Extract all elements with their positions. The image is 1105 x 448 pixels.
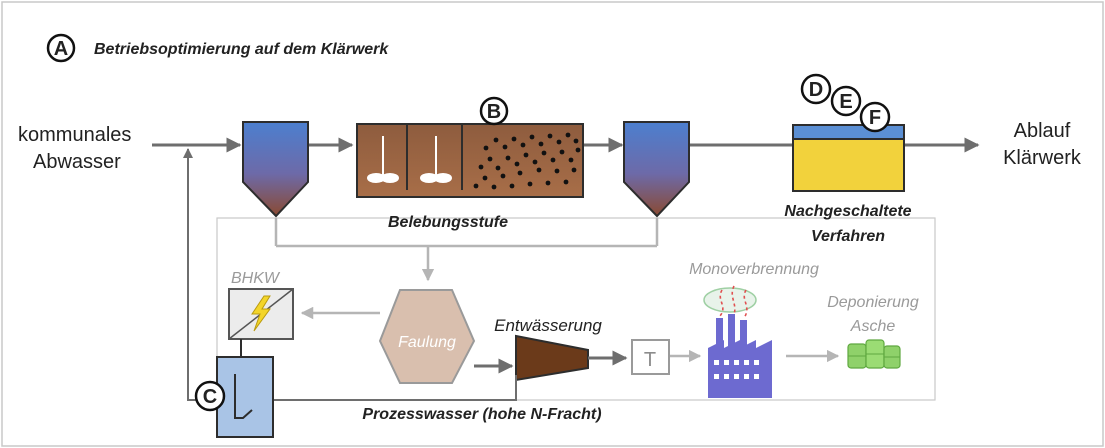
svg-text:B: B bbox=[487, 101, 501, 123]
aeration-bubbles bbox=[473, 132, 581, 190]
chp-unit bbox=[228, 288, 294, 340]
inlet-label-line2: Abwasser bbox=[33, 151, 121, 173]
aeration-tank bbox=[356, 123, 584, 198]
marker-c: C bbox=[194, 380, 226, 412]
outlet-label-line1: Ablauf bbox=[1014, 120, 1071, 142]
marker-b: B bbox=[479, 96, 509, 126]
digester: Faulung bbox=[378, 289, 476, 384]
svg-text:F: F bbox=[869, 107, 881, 129]
thermometer-icon: T bbox=[644, 349, 656, 371]
inlet-label-line1: kommunales bbox=[18, 124, 131, 146]
outlet-label-line2: Klärwerk bbox=[1003, 147, 1082, 169]
primary-clarifier bbox=[242, 121, 309, 218]
process-water-tank bbox=[216, 339, 274, 438]
aeration-label: Belebungsstufe bbox=[388, 214, 508, 231]
dewatering-label: Entwässerung bbox=[494, 316, 602, 335]
marker-e: E bbox=[830, 85, 862, 117]
svg-text:C: C bbox=[203, 386, 217, 408]
marker-d: D bbox=[800, 73, 832, 105]
diagram-title: Betriebsoptimierung auf dem Klärwerk bbox=[94, 41, 389, 58]
mixer-icon bbox=[367, 136, 452, 183]
sludge-section-frame bbox=[216, 217, 936, 401]
factory-icon bbox=[708, 314, 772, 398]
sludge-collection-lines bbox=[274, 218, 840, 363]
smoke-icon bbox=[703, 285, 757, 319]
landfill-label-line2: Asche bbox=[850, 318, 896, 335]
marker-a: A bbox=[46, 33, 76, 63]
dewatering-press bbox=[515, 334, 589, 382]
mixer-icon bbox=[234, 374, 253, 419]
post-treatment-label-line1: Nachgeschaltete bbox=[784, 203, 911, 220]
landfill-label-line1: Deponierung bbox=[827, 294, 919, 311]
lightning-icon bbox=[251, 295, 271, 332]
incineration-label: Monoverbrennung bbox=[689, 261, 819, 278]
svg-text:D: D bbox=[809, 79, 823, 101]
dewatering-flow bbox=[474, 350, 628, 374]
secondary-clarifier bbox=[623, 121, 690, 218]
svg-text:A: A bbox=[54, 38, 68, 60]
marker-f: F bbox=[859, 101, 891, 133]
post-treatment-filter bbox=[792, 124, 905, 192]
process-water-label: Prozesswasser (hohe N-Fracht) bbox=[362, 406, 601, 423]
chp-label: BHKW bbox=[231, 270, 281, 287]
post-treatment-label-line2: Verfahren bbox=[811, 228, 885, 245]
svg-text:Faulung: Faulung bbox=[398, 334, 456, 351]
dryer-box: T bbox=[631, 339, 670, 375]
svg-text:E: E bbox=[839, 91, 852, 113]
barrel-icon bbox=[847, 339, 901, 369]
